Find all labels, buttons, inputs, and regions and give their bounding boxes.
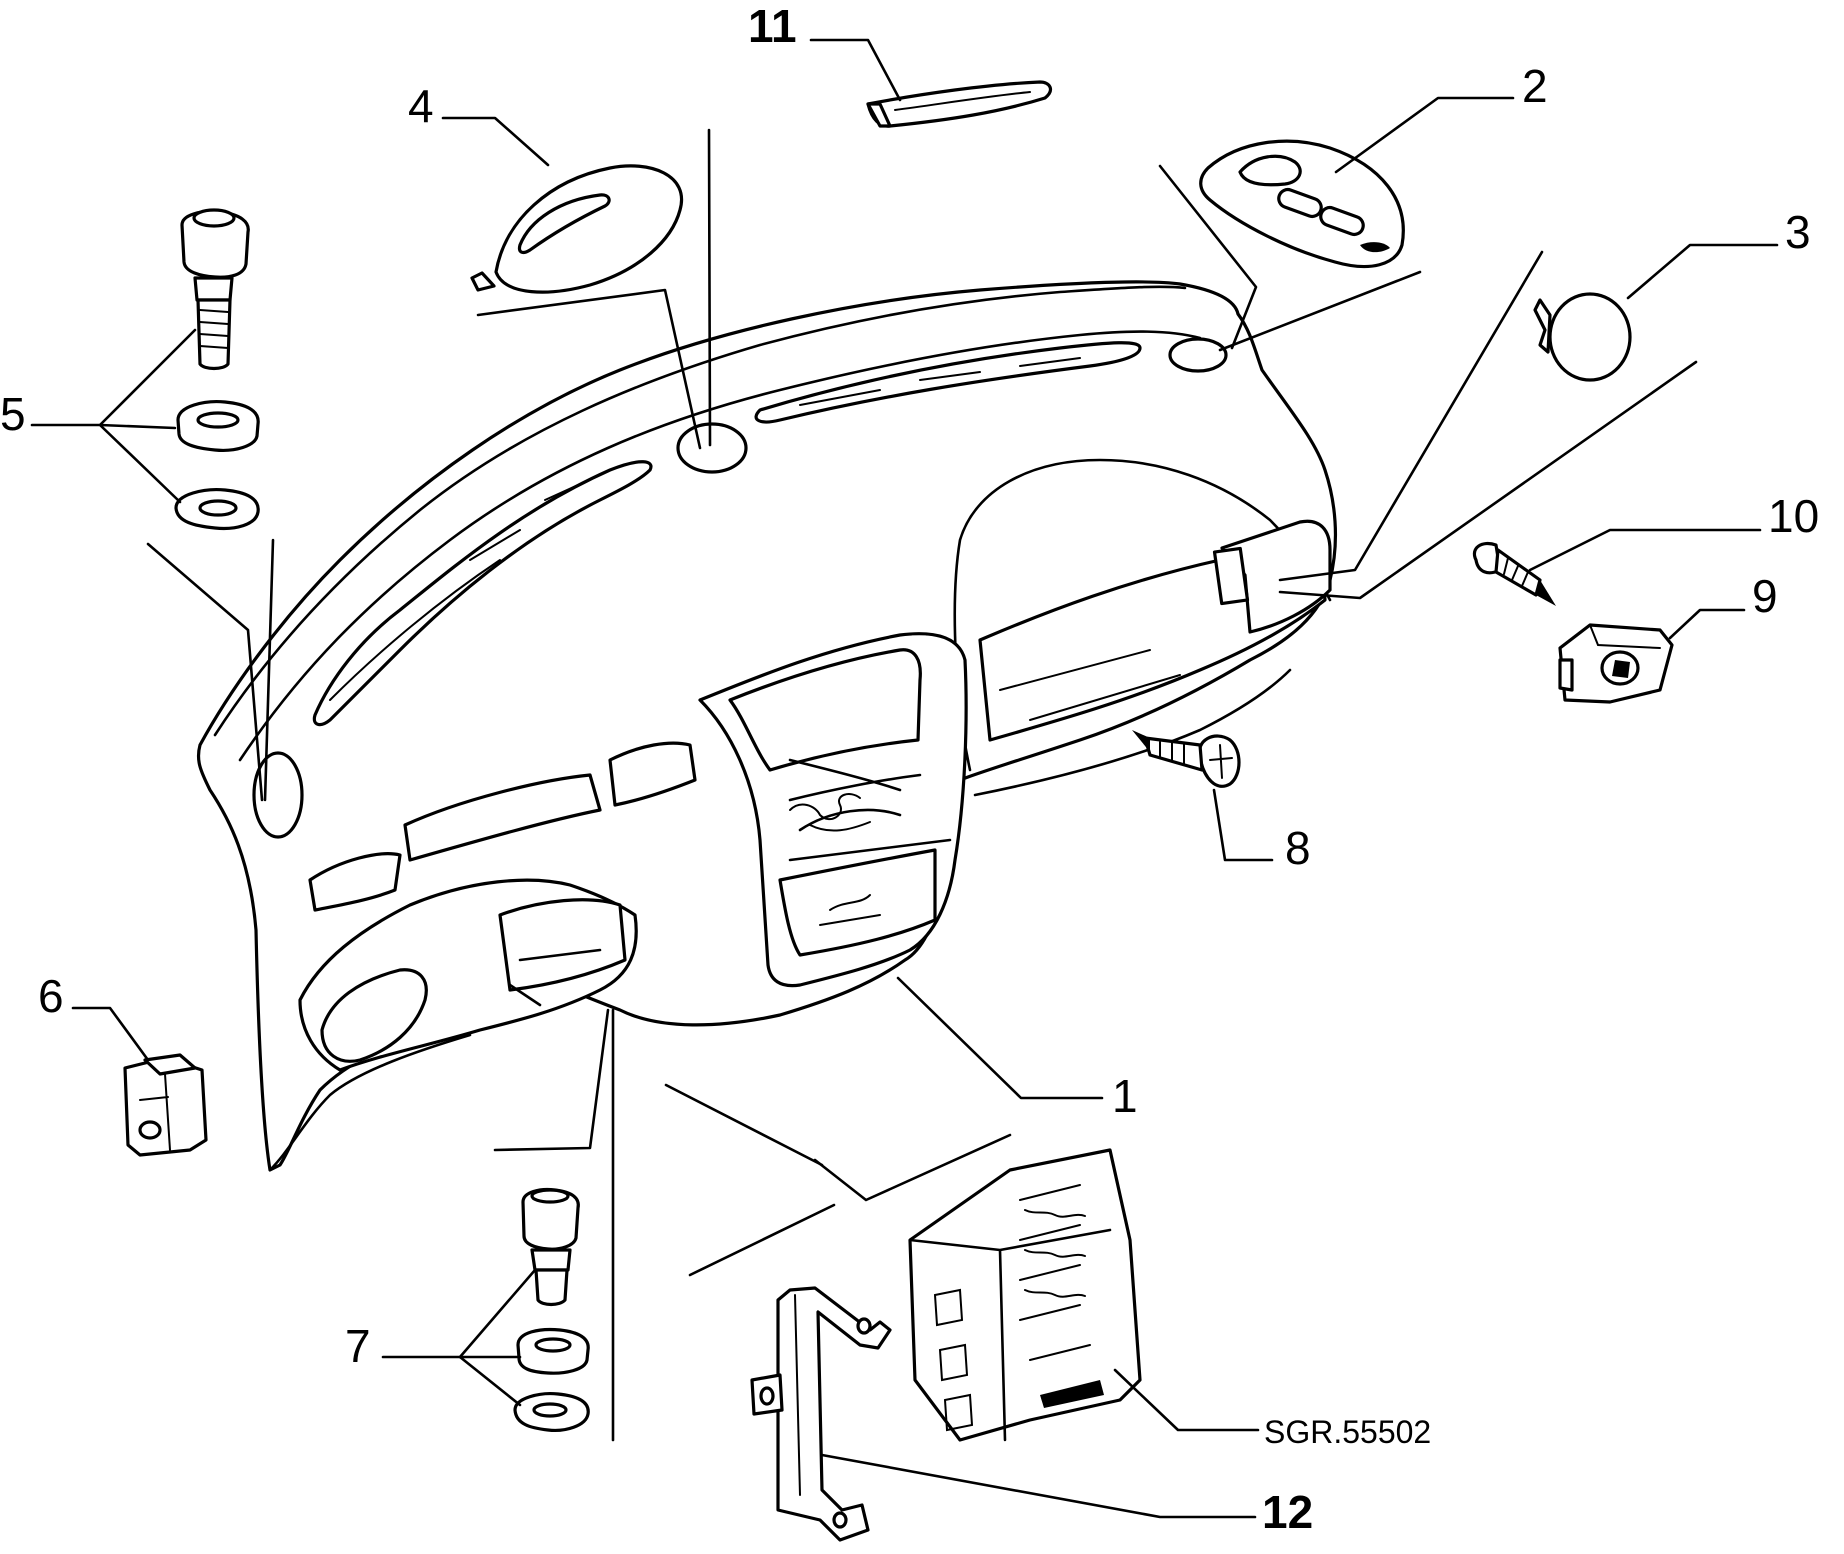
bolt-with-washers-lower — [513, 1187, 590, 1432]
callout-12: 12 — [1262, 1486, 1313, 1538]
bolt-with-washers-upper — [174, 208, 260, 531]
callout-4: 4 — [408, 80, 434, 132]
leader-lines — [30, 38, 1779, 1519]
self-tapping-screw — [1132, 730, 1241, 788]
drawing-code: SGR.55502 — [1264, 1414, 1431, 1450]
round-cap — [1533, 292, 1632, 382]
callout-6: 6 — [38, 970, 64, 1022]
callout-labels: 1 2 3 4 5 6 7 8 9 10 11 12 SGR.55502 — [0, 0, 1819, 1538]
callout-8: 8 — [1285, 822, 1311, 874]
switch-panel — [1199, 139, 1405, 269]
mounting-clip — [123, 1053, 208, 1157]
small-bracket — [1558, 623, 1674, 704]
callout-3: 3 — [1785, 206, 1811, 258]
fuse-box — [908, 1148, 1142, 1442]
mounting-bracket-12 — [750, 1286, 892, 1542]
callout-5: 5 — [0, 388, 26, 440]
bolt-screw-10 — [1472, 541, 1556, 606]
callout-7: 7 — [345, 1320, 371, 1372]
callout-1: 1 — [1112, 1070, 1138, 1122]
callout-2: 2 — [1522, 60, 1548, 112]
dashboard-panel — [196, 280, 1338, 1172]
trim-strip — [866, 80, 1053, 128]
callout-11: 11 — [748, 0, 797, 52]
callout-9: 9 — [1752, 570, 1778, 622]
speaker-cover — [470, 164, 684, 294]
callout-10: 10 — [1768, 490, 1819, 542]
